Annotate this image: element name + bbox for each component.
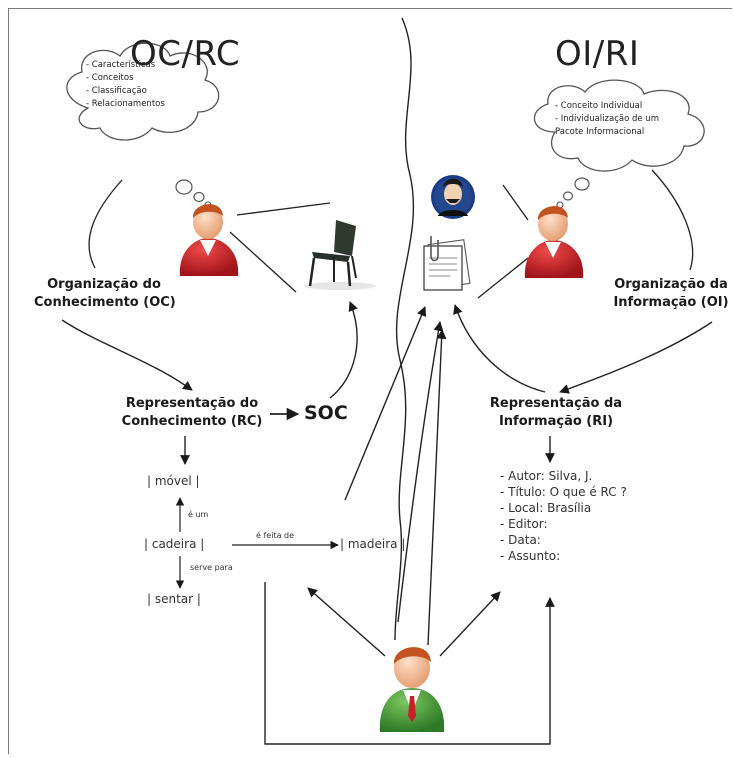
org-oc-label: Organização do Conhecimento (OC): [34, 276, 176, 312]
record-field: - Assunto:: [500, 549, 561, 563]
rep-rc-line2: Conhecimento (RC): [121, 414, 263, 429]
org-oi-label: Organização da Informação (OI): [606, 276, 734, 312]
concept-cadeira: | cadeira |: [144, 537, 205, 551]
record-field: - Data:: [500, 533, 541, 547]
relation-e-feita-de: é feita de: [256, 531, 295, 540]
arrow-soc-to-chair: [329, 301, 358, 399]
org-oc-line2: Conhecimento (OC): [34, 295, 176, 310]
document-icon: [423, 236, 471, 291]
record-field: - Título: O que é RC ?: [500, 485, 627, 499]
relation-serve-para: serve para: [190, 563, 233, 572]
arrow-ri-to-document: [453, 304, 546, 393]
arrow-org-to-rep-left: [61, 319, 193, 391]
cloud-item: Pacote Informacional: [555, 127, 645, 137]
rep-rc-label: Representação do Conhecimento (RC): [118, 395, 266, 431]
arrow-user-to-concepts: [307, 587, 386, 657]
rep-ri-label: Representação da Informação (RI): [486, 395, 626, 431]
central-divider-line: [394, 17, 415, 641]
rep-ri-line1: Representação da: [489, 396, 623, 411]
org-oi-line2: Informação (OI): [613, 295, 729, 310]
rep-ri-line2: Informação (RI): [498, 414, 614, 429]
cloud-item: - Classificação: [86, 86, 147, 96]
diagram-frame: [8, 8, 732, 754]
connector-line: [477, 257, 529, 299]
cloud-item: - Individualização de um: [555, 114, 659, 124]
cloud-item: - Conceitos: [86, 73, 134, 83]
header-oc-rc: OC/RC: [130, 34, 241, 74]
cloud-item: - Conceito Individual: [555, 101, 643, 111]
org-oi-line1: Organização da: [614, 277, 728, 292]
rep-rc-line1: Representação do: [125, 396, 259, 411]
record-field: - Local: Brasília: [500, 501, 592, 515]
record-field: - Autor: Silva, J.: [500, 469, 593, 483]
arrow-org-to-rep-right: [559, 321, 713, 394]
header-oi-ri: OI/RI: [555, 34, 640, 74]
arrow-to-document: [397, 321, 444, 623]
arrow-to-document: [344, 306, 427, 501]
connector-curve: [88, 179, 123, 269]
cloud-left-text: - Características - Conceitos - Classifi…: [86, 59, 165, 111]
chair-icon: [304, 220, 376, 290]
record-fields: - Autor: Silva, J. - Título: O que é RC …: [500, 468, 627, 564]
portrait-icon: [431, 175, 475, 219]
cloud-right-text: - Conceito Individual - Individualização…: [555, 100, 659, 139]
arrow-to-document: [427, 329, 447, 646]
cloud-item: - Características: [86, 60, 156, 70]
thought-cloud-icon: [533, 79, 705, 209]
soc-label: SOC: [304, 402, 348, 424]
arrow-bottom-loop: [264, 582, 555, 745]
cloud-item: - Relacionamentos: [86, 99, 165, 109]
concept-madeira: | madeira |: [340, 537, 406, 551]
person-red-icon: [179, 204, 239, 276]
connector-line: [229, 231, 297, 293]
concept-movel: | móvel |: [147, 474, 200, 488]
concept-sentar: | sentar |: [147, 592, 201, 606]
connector-line: [236, 202, 331, 216]
person-green-icon: [379, 647, 445, 732]
relation-e-um: é um: [188, 510, 209, 519]
person-red-icon: [524, 206, 584, 278]
connector-line: [502, 184, 529, 221]
connector-curve: [651, 169, 694, 271]
record-field: - Editor:: [500, 517, 548, 531]
arrow-user-to-record: [439, 591, 501, 657]
org-oc-line1: Organização do: [47, 277, 161, 292]
